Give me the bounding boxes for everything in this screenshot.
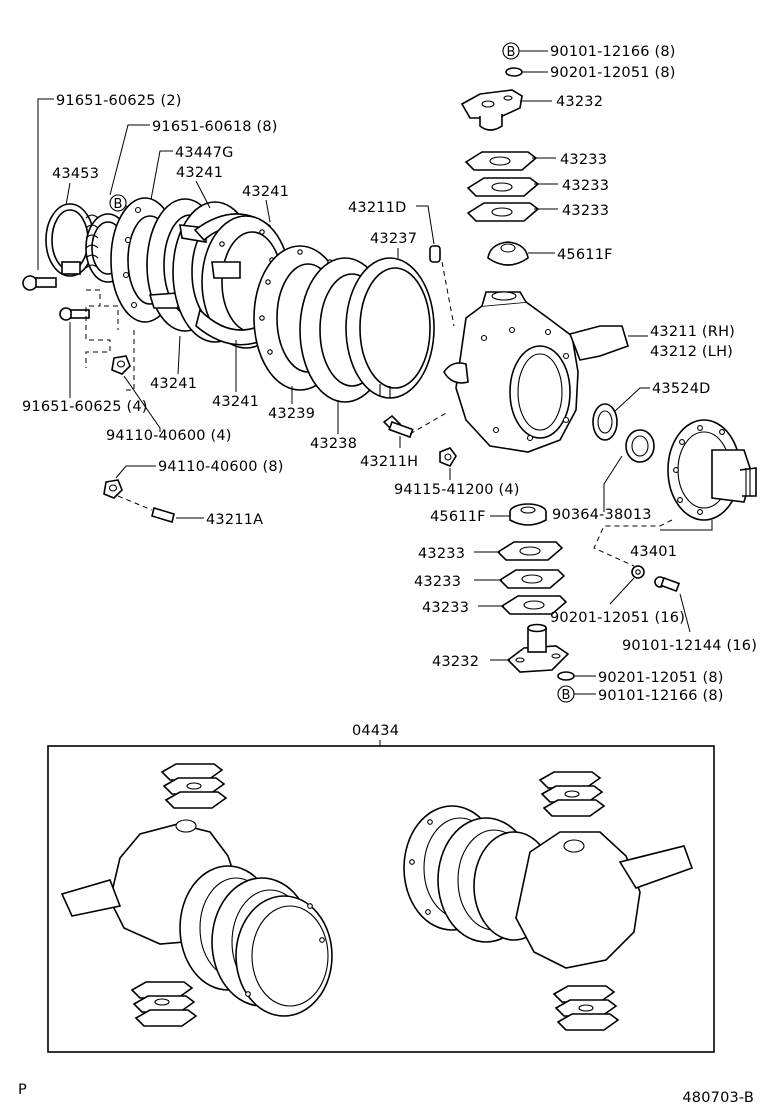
left-bolt-marker: B <box>109 194 127 212</box>
svg-text:B: B <box>562 688 571 703</box>
label-43237: 43237 <box>370 231 417 247</box>
label-91651-60625-2: 91651-60625 (2) <box>56 93 182 109</box>
label-43241-d: 43241 <box>212 394 259 410</box>
svg-text:B: B <box>507 45 516 60</box>
kingpin-cap-43232-top <box>460 89 523 131</box>
shim-43233-bottom-c <box>500 595 568 615</box>
bearing-45611F-bottom <box>509 503 547 526</box>
label-43401: 43401 <box>630 544 677 560</box>
svg-text:B: B <box>114 197 123 212</box>
kit-right-knuckle <box>515 831 694 969</box>
seal-ring-43237 <box>345 257 435 399</box>
bolt-91651-60625-left <box>59 307 90 321</box>
label-43211A: 43211A <box>206 512 263 528</box>
washer-90201-12051-top <box>505 67 523 77</box>
shim-43233-top-a <box>464 151 538 171</box>
washer-90201-12051-16 <box>631 565 645 579</box>
bolt-43211H <box>382 414 414 439</box>
label-90201-12051-bottom: 90201-12051 (8) <box>598 670 724 686</box>
label-43211-rh: 43211 (RH) <box>650 324 735 340</box>
label-94110-40600-4: 94110-40600 (4) <box>106 428 232 444</box>
nut-94110-40600-4 <box>111 355 131 375</box>
bushing-90364-38013 <box>625 429 655 463</box>
label-43524D: 43524D <box>652 381 711 397</box>
stud-43211A <box>151 506 175 524</box>
label-43241-b: 43241 <box>176 165 223 181</box>
label-45611F-top: 45611F <box>557 247 613 263</box>
label-90364-38013: 90364-38013 <box>552 507 652 523</box>
label-43233-top-b: 43233 <box>562 178 609 194</box>
label-45611F-bottom: 45611F <box>430 509 486 525</box>
spindle-43401 <box>667 419 757 521</box>
kit-right-shim-stack-top <box>538 771 606 817</box>
bolt-90101-12144 <box>654 576 681 593</box>
label-43447G: 43447G <box>175 145 234 161</box>
washer-90201-12051-bottom <box>557 671 575 681</box>
snap-ring-43453 <box>45 203 95 277</box>
label-90201-12051-top: 90201-12051 (8) <box>550 65 676 81</box>
label-43241-a: 43241 <box>242 184 289 200</box>
label-91651-60625-4: 91651-60625 (4) <box>22 399 148 415</box>
label-43453: 43453 <box>52 166 99 182</box>
upper-bolt-marker: B <box>502 42 520 60</box>
label-04434: 04434 <box>352 723 399 739</box>
label-43232-bottom: 43232 <box>432 654 479 670</box>
nut-94115-41200 <box>439 447 457 467</box>
kit-left-seal-rings <box>179 865 333 1017</box>
kit-right-shim-stack-bottom <box>552 985 620 1031</box>
nut-94110-40600-8 <box>103 479 123 499</box>
label-91651-60618: 91651-60618 (8) <box>152 119 278 135</box>
lower-bolt-marker: B <box>557 685 575 703</box>
steering-knuckle-43211 <box>443 291 629 453</box>
label-43233-bottom-a: 43233 <box>418 546 465 562</box>
kit-left-shim-stack-bottom <box>130 981 198 1027</box>
corner-letter: P <box>18 1082 27 1098</box>
stud-43211D <box>429 245 441 263</box>
label-43238: 43238 <box>310 436 357 452</box>
shim-43233-bottom-a <box>496 541 564 561</box>
kingpin-cap-43232-bottom <box>506 623 570 673</box>
label-43239: 43239 <box>268 406 315 422</box>
label-43233-top-c: 43233 <box>562 203 609 219</box>
label-43233-top-a: 43233 <box>560 152 607 168</box>
shim-43233-bottom-b <box>498 569 566 589</box>
bearing-45611F-top <box>487 241 529 266</box>
label-43232-top: 43232 <box>556 94 603 110</box>
label-43211D: 43211D <box>348 200 407 216</box>
shim-43233-top-c <box>466 202 540 222</box>
figure-code: 480703-B <box>682 1090 754 1106</box>
kit-left-shim-stack-top <box>160 763 228 809</box>
oil-seal-43524D <box>592 403 618 441</box>
label-43212-lh: 43212 (LH) <box>650 344 733 360</box>
kit-box-04434 <box>47 745 715 1053</box>
shim-43233-top-b <box>466 177 540 197</box>
label-43233-bottom-b: 43233 <box>414 574 461 590</box>
bolt-91651-60625-top <box>22 275 57 291</box>
label-94115-41200: 94115-41200 (4) <box>394 482 520 498</box>
label-43241-c: 43241 <box>150 376 197 392</box>
label-90201-12051-16: 90201-12051 (16) <box>550 610 685 626</box>
label-90101-12144-16: 90101-12144 (16) <box>622 638 757 654</box>
label-94110-40600-8: 94110-40600 (8) <box>158 459 284 475</box>
label-43211H: 43211H <box>360 454 418 470</box>
label-43233-bottom-c: 43233 <box>422 600 469 616</box>
label-90101-12166-top: 90101-12166 (8) <box>550 44 676 60</box>
label-90101-12166-bottom: 90101-12166 (8) <box>598 688 724 704</box>
